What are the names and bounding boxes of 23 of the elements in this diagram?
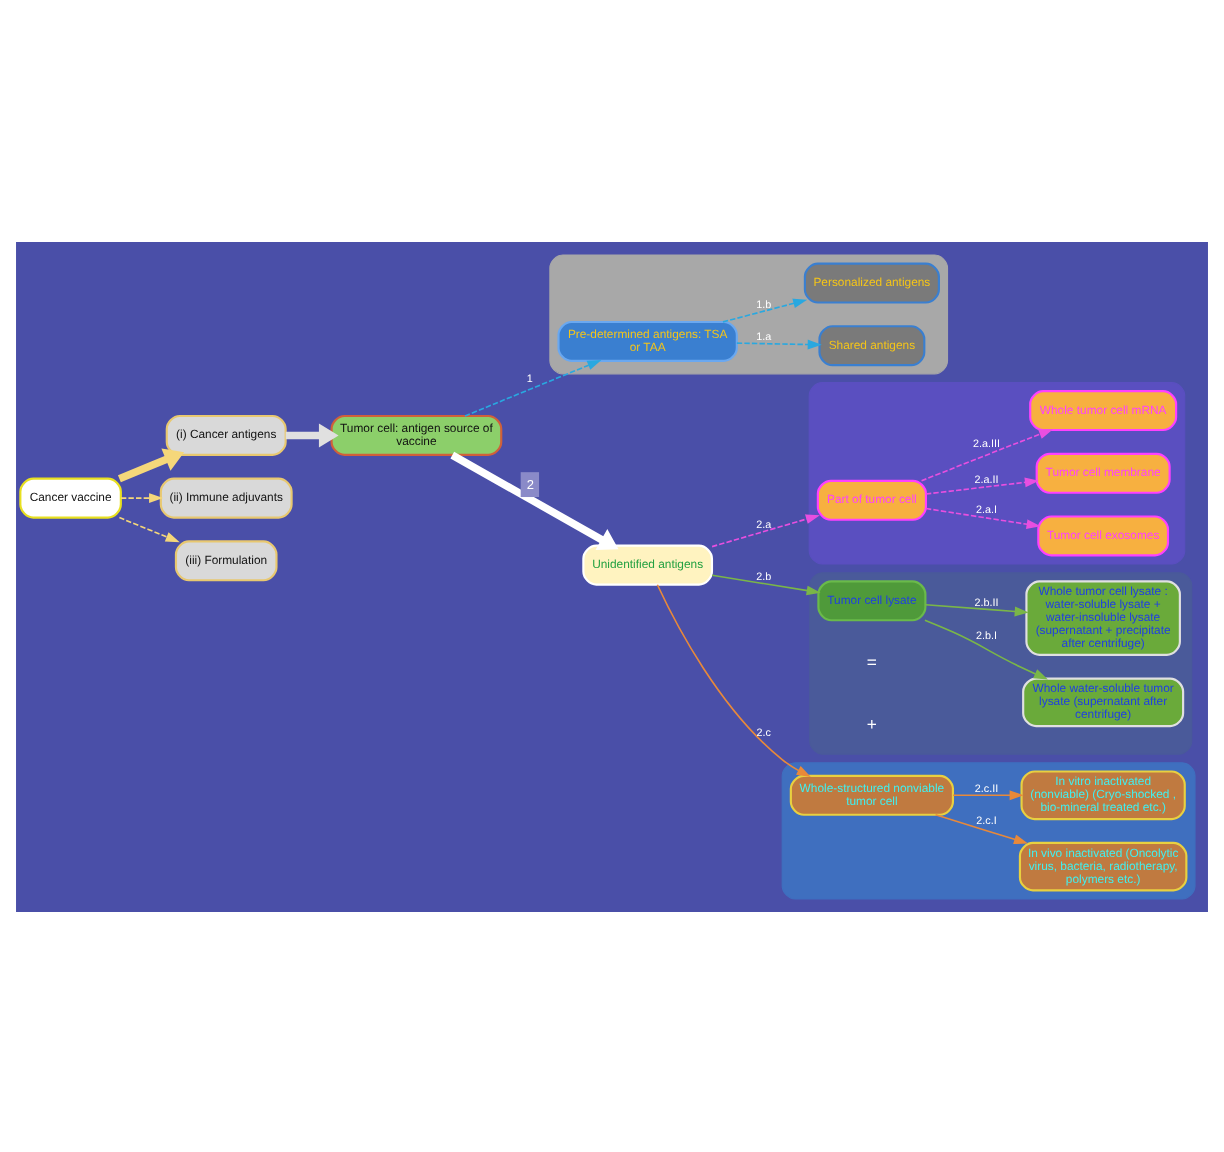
arrow [952,789,1024,800]
arrow [711,573,821,595]
arrow [450,450,619,550]
arrow [656,582,811,776]
arrow [924,618,1048,679]
cluster [809,571,1193,754]
arrow [925,506,1041,529]
arrow [118,515,180,542]
arrow [722,297,808,322]
cluster [549,253,949,374]
cluster [808,380,1186,564]
arrow [925,476,1039,494]
arrow [924,602,1029,616]
label: = [866,650,877,671]
arrow [464,358,602,416]
label: + [866,713,877,734]
arrow [120,492,164,503]
arrow [711,513,820,547]
arrow [736,338,822,349]
arrow [285,422,339,447]
arrow [920,428,1054,481]
arrow [934,812,1028,844]
arrow [117,447,185,482]
